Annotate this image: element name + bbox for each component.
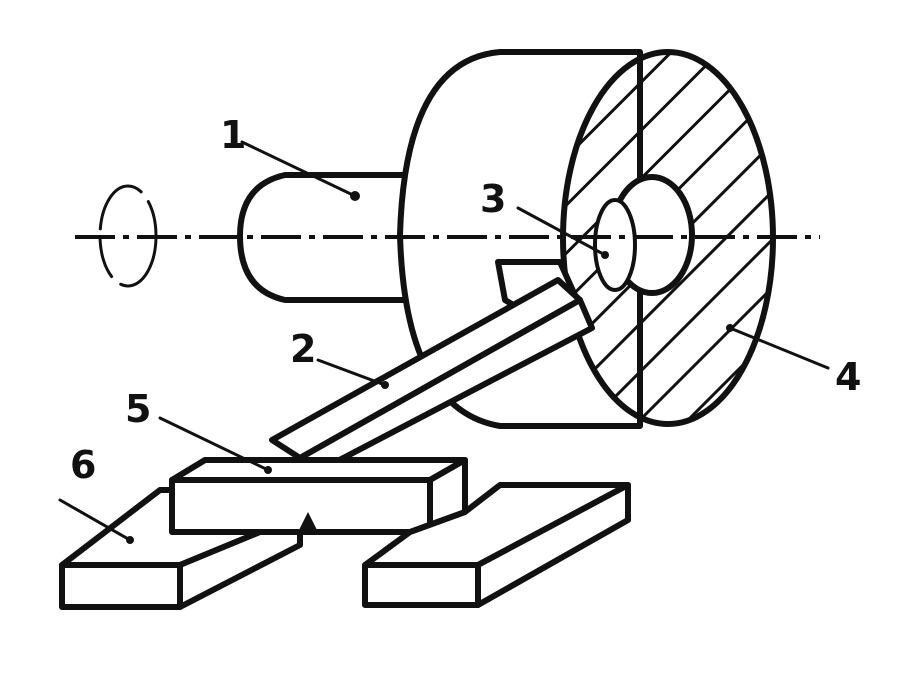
leader-2-dot bbox=[381, 381, 389, 389]
leader-5 bbox=[158, 416, 270, 472]
label-5: 5 bbox=[125, 387, 151, 431]
leader-4 bbox=[728, 326, 830, 370]
leader-6 bbox=[58, 498, 132, 542]
label-6: 6 bbox=[70, 443, 96, 487]
leader-5-dot bbox=[264, 466, 272, 474]
label-1: 1 bbox=[220, 113, 246, 157]
leader-2 bbox=[316, 358, 387, 387]
leader-1-dot bbox=[350, 191, 360, 201]
workpiece-front bbox=[169, 477, 433, 535]
left-support-front bbox=[59, 562, 183, 610]
label-2: 2 bbox=[290, 327, 316, 371]
leader-3-dot bbox=[601, 251, 609, 259]
label-3: 3 bbox=[480, 177, 506, 221]
workpiece-groove bbox=[298, 512, 318, 532]
leader-4-dot bbox=[726, 324, 734, 332]
right-support-front bbox=[362, 562, 481, 608]
leader-1 bbox=[240, 140, 357, 198]
leader-6-dot bbox=[126, 536, 134, 544]
leader-3 bbox=[516, 206, 607, 257]
label-4: 4 bbox=[835, 355, 861, 399]
left-support-end bbox=[177, 529, 303, 610]
right-support-end bbox=[475, 482, 631, 608]
bore-rim bbox=[593, 198, 637, 292]
